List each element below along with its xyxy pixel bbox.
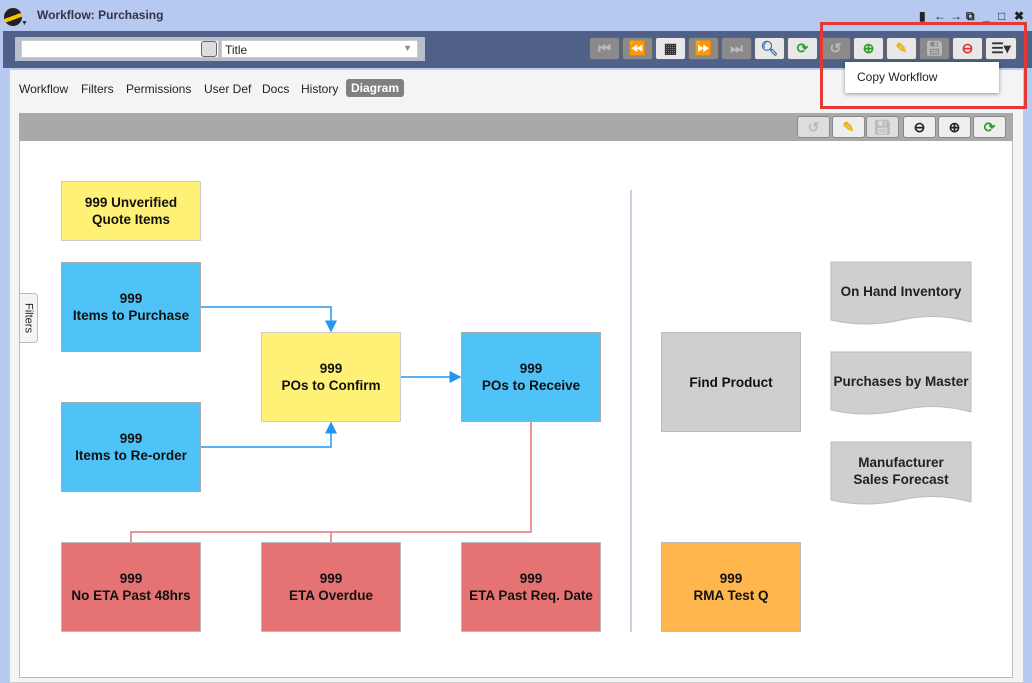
node-count: 999 <box>719 571 743 586</box>
diagram-refresh-button[interactable]: ⟳ <box>973 116 1006 138</box>
diagram-undo-button[interactable]: ↺ <box>797 116 830 138</box>
refresh-button[interactable]: ⟳ <box>787 37 818 60</box>
title-bar <box>0 0 1032 31</box>
connector-receive-eta <box>130 422 532 542</box>
next-record-button[interactable]: ⏩ <box>688 37 719 60</box>
diagram-save-button[interactable]: 💾︎ <box>866 116 899 138</box>
tab-filters[interactable]: Filters <box>81 82 114 96</box>
tab-history[interactable]: History <box>301 82 339 96</box>
node-count: 999 <box>119 571 143 586</box>
node-label: Find Product <box>689 374 773 390</box>
close-icon[interactable]: ✖ <box>1014 9 1025 23</box>
window-title: Workflow: Purchasing <box>37 8 164 22</box>
filters-side-tab[interactable]: Filters <box>20 293 38 343</box>
node-count: 999 <box>319 361 343 376</box>
node-label: On Hand Inventory <box>840 283 962 299</box>
node-count: 999 <box>119 291 143 306</box>
more-dropdown-menu: Copy Workflow <box>845 62 999 93</box>
node-no-eta-past-48hrs[interactable]: 999 No ETA Past 48hrs <box>61 542 201 632</box>
node-label: Items to Purchase <box>72 308 190 323</box>
popout-icon[interactable]: ⧉ <box>966 9 975 23</box>
node-label: Manufacturer Sales Forecast <box>853 455 949 487</box>
tab-user-def[interactable]: User Def <box>204 82 252 96</box>
zoom-in-button[interactable]: ⊕ <box>938 116 971 138</box>
delete-button[interactable]: ⊖ <box>952 37 983 60</box>
node-label: Quote Items <box>91 212 170 227</box>
first-record-button[interactable]: ⏮ <box>589 37 620 60</box>
node-label: ETA Overdue <box>288 588 374 603</box>
node-label: RMA Test Q <box>693 588 769 603</box>
node-purchases-by-master[interactable]: Purchases by Master <box>830 352 972 418</box>
tab-docs[interactable]: Docs <box>262 82 290 96</box>
search-field-select[interactable]: Title ▼ <box>221 40 418 58</box>
minimize-icon[interactable]: _ <box>983 9 990 23</box>
connector-reorder-confirm <box>201 421 337 448</box>
forward-arrow-icon[interactable]: → <box>950 9 962 23</box>
search-button[interactable]: 🔍︎ <box>754 37 785 60</box>
zoom-out-button[interactable]: ⊖ <box>903 116 936 138</box>
back-arrow-icon[interactable]: ← <box>934 9 946 23</box>
tab-diagram[interactable]: Diagram <box>346 79 405 97</box>
node-label: ETA Past Req. Date <box>469 588 593 603</box>
grid-view-button[interactable]: ▦ <box>655 37 686 60</box>
app-logo-icon[interactable] <box>4 8 22 26</box>
node-count: 999 Unverified <box>84 195 178 210</box>
more-menu-button[interactable]: ☰▾ <box>985 37 1017 60</box>
bookmark-icon[interactable]: ▮ <box>919 9 926 23</box>
node-count: 999 <box>319 571 343 586</box>
tab-permissions[interactable]: Permissions <box>126 82 192 96</box>
add-button[interactable]: ⊕ <box>853 37 884 60</box>
tab-workflow[interactable]: Workflow <box>19 82 69 96</box>
diagram-edit-button[interactable]: ✎ <box>832 116 865 138</box>
wave-on-hand <box>830 261 972 325</box>
wave-forecast <box>830 441 972 505</box>
highlight-box <box>820 22 1027 109</box>
node-label: Items to Re-order <box>75 448 187 463</box>
node-count: 999 <box>119 431 143 446</box>
node-count: 999 <box>519 571 543 586</box>
wave-purchases <box>830 351 972 415</box>
node-label: No ETA Past 48hrs <box>71 588 191 603</box>
select-value: Title <box>225 43 248 57</box>
search-input[interactable] <box>21 40 219 58</box>
previous-record-button[interactable]: ⏪ <box>622 37 653 60</box>
chevron-down-icon: ▼ <box>403 43 412 53</box>
node-label: POs to Receive <box>481 378 581 393</box>
node-label: Purchases by Master <box>833 373 969 389</box>
last-record-button[interactable]: ⏭ <box>721 37 752 60</box>
node-count: 999 <box>519 361 543 376</box>
connector-purchase-confirm <box>201 306 337 333</box>
edit-button[interactable]: ✎ <box>886 37 917 60</box>
maximize-icon[interactable]: □ <box>998 9 1006 23</box>
save-button[interactable]: 💾︎ <box>919 37 950 60</box>
search-checkbox[interactable] <box>201 41 217 57</box>
node-on-hand-inventory[interactable]: On Hand Inventory <box>830 262 972 328</box>
node-find-product[interactable]: Find Product <box>661 332 801 432</box>
node-manufacturer-sales-forecast[interactable]: Manufacturer Sales Forecast <box>830 442 972 508</box>
app-menu-caret-icon[interactable]: ▼ <box>21 20 28 27</box>
menu-item-copy-workflow[interactable]: Copy Workflow <box>857 70 938 84</box>
node-label: POs to Confirm <box>281 378 381 393</box>
